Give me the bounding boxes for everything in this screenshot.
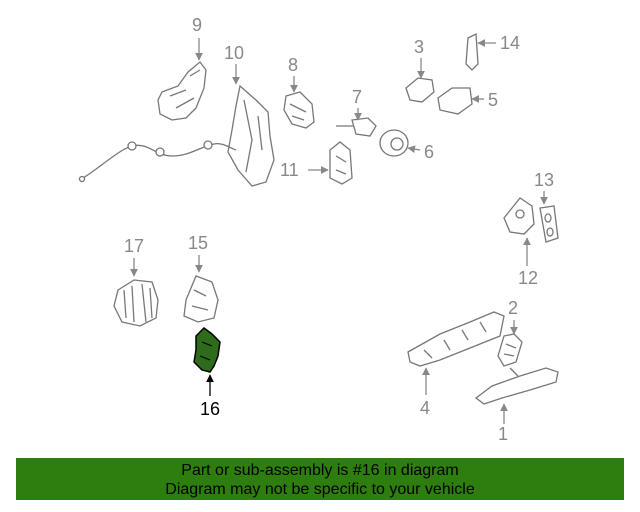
banner-line-1: Part or sub-assembly is #16 in diagram: [181, 462, 459, 479]
callout-16: 16: [200, 399, 220, 419]
callout-6: 6: [424, 142, 434, 162]
part-7[interactable]: [336, 117, 377, 137]
leader-6: [407, 145, 421, 154]
part-8[interactable]: [283, 91, 315, 129]
part-16-highlighted[interactable]: [193, 327, 221, 373]
info-banner: Part or sub-assembly is #16 in diagram D…: [16, 458, 624, 500]
part-17[interactable]: [113, 279, 159, 327]
part-10[interactable]: [78, 84, 275, 187]
callout-12: 12: [518, 268, 538, 288]
part-1[interactable]: [474, 367, 559, 405]
part-3[interactable]: [405, 77, 435, 103]
callout-2: 2: [508, 298, 518, 318]
part-9[interactable]: [157, 61, 207, 121]
callout-10: 10: [224, 43, 244, 63]
callout-1: 1: [498, 424, 508, 444]
part-11[interactable]: [329, 141, 353, 185]
part-2[interactable]: [497, 333, 523, 367]
callout-17: 17: [124, 236, 144, 256]
callout-5: 5: [488, 90, 498, 110]
callout-15: 15: [188, 233, 208, 253]
callout-11: 11: [280, 160, 299, 180]
part-6[interactable]: [379, 129, 409, 157]
callout-4: 4: [420, 398, 430, 418]
part-4[interactable]: [407, 311, 505, 367]
part-14[interactable]: [465, 32, 479, 71]
banner-line-2: Diagram may not be specific to your vehi…: [165, 481, 475, 498]
part-15[interactable]: [183, 275, 219, 323]
callout-7: 7: [352, 87, 362, 107]
callout-14: 14: [500, 33, 520, 53]
parts-diagram: 9 10 8 7 3 5 14: [78, 15, 559, 444]
part-5[interactable]: [437, 87, 473, 115]
callout-8: 8: [288, 55, 298, 75]
callout-9: 9: [192, 15, 202, 35]
part-13[interactable]: [539, 205, 559, 243]
callout-13: 13: [534, 170, 554, 190]
part-12[interactable]: [503, 197, 535, 235]
callout-3: 3: [414, 37, 424, 57]
